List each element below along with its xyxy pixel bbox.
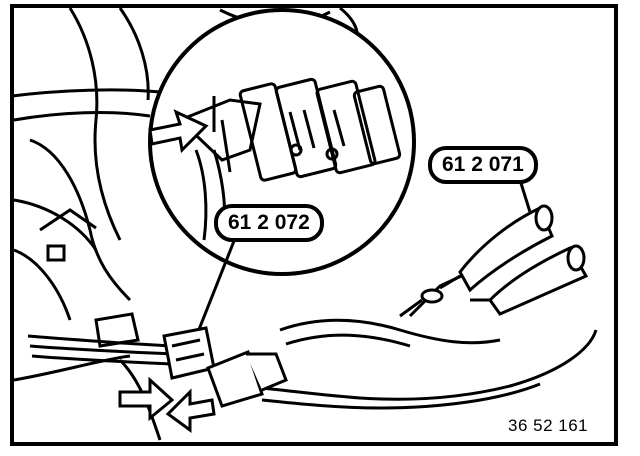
part-number-label-072: 61 2 072 [214, 204, 324, 242]
leader-line-072 [196, 235, 238, 333]
magnified-inset [148, 8, 416, 276]
left-arrow-icon [118, 376, 175, 422]
round-plug-071 [399, 204, 589, 318]
part-number-label-071: 61 2 071 [428, 146, 538, 184]
right-arrow-icon [165, 388, 216, 433]
connector-072-female [162, 326, 216, 380]
figure-number: 36 52 161 [508, 416, 589, 435]
connector-072-male [206, 350, 288, 408]
insert-arrow-icon [148, 109, 209, 154]
figure-frame [10, 4, 618, 446]
vehicle-interior-lines [11, 6, 359, 441]
leader-line-071 [518, 179, 532, 213]
wire-harness [27, 270, 598, 410]
